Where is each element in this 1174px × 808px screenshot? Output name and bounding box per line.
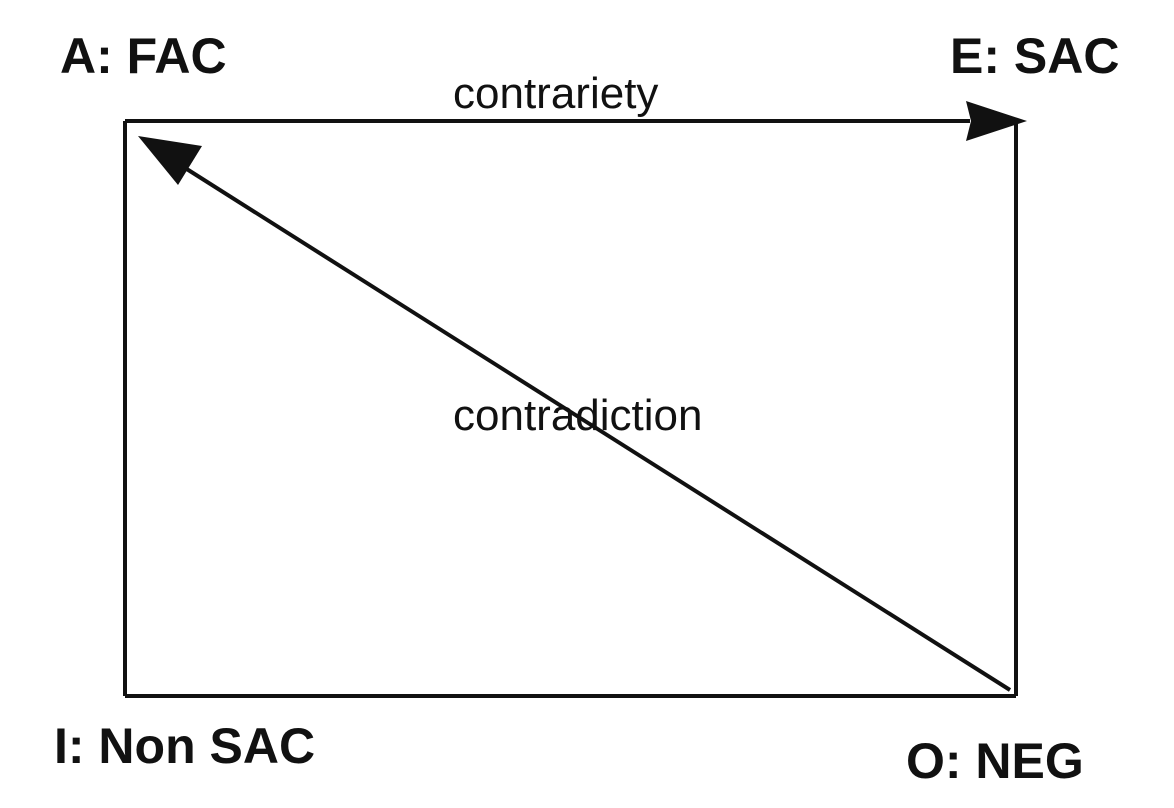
diagonal-contradiction <box>180 164 1012 692</box>
contrariety-arrowhead <box>966 101 1027 141</box>
contradiction-arrowhead <box>138 136 202 185</box>
corner-label-o: O: NEG <box>906 733 1084 789</box>
corner-label-e: E: SAC <box>950 28 1119 84</box>
corner-label-i: I: Non SAC <box>54 718 315 774</box>
relation-label-contradiction: contradiction <box>453 391 702 440</box>
relation-label-contrariety: contrariety <box>453 69 658 118</box>
corner-label-a: A: FAC <box>60 28 227 84</box>
